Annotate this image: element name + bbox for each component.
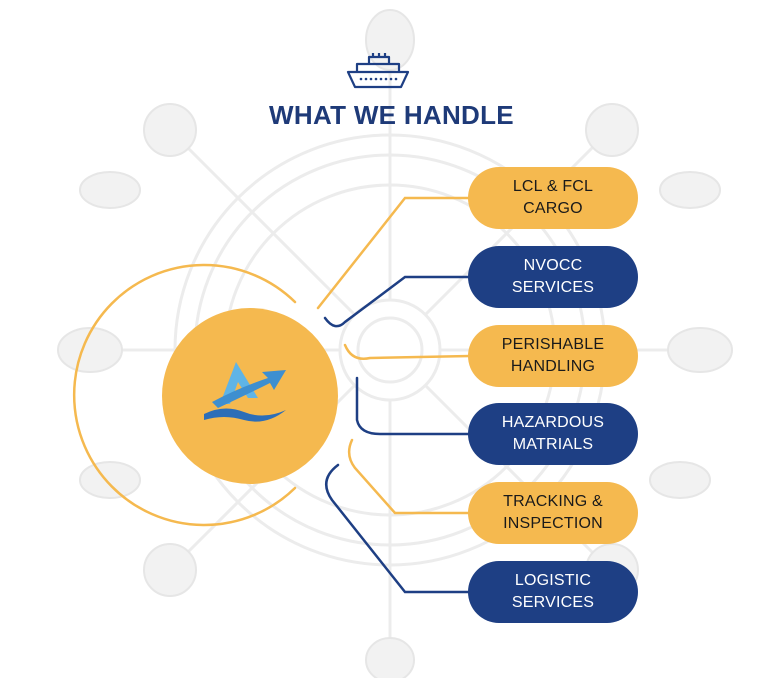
center-hub [162, 308, 338, 484]
ship-icon [346, 53, 410, 89]
page-title: WHAT WE HANDLE [269, 100, 514, 130]
service-label: NVOCC SERVICES [511, 257, 595, 296]
service-label: HAZARDOUS MATRIALS [501, 414, 605, 453]
service-nvocc-services: NVOCC SERVICES [468, 246, 638, 308]
service-logistic-services: LOGISTIC SERVICES [468, 561, 638, 623]
service-label: PERISHABLE HANDLING [501, 336, 605, 375]
service-hazardous-materials: HAZARDOUS MATRIALS [468, 403, 638, 465]
service-label: TRACKING & INSPECTION [503, 493, 603, 532]
company-logo [204, 362, 286, 422]
service-lcl-fcl-cargo: LCL & FCL CARGO [468, 167, 638, 229]
service-tracking-inspection: TRACKING & INSPECTION [468, 482, 638, 544]
service-label: LCL & FCL CARGO [512, 178, 594, 217]
service-label: LOGISTIC SERVICES [511, 572, 595, 611]
service-perishable-handling: PERISHABLE HANDLING [468, 325, 638, 387]
